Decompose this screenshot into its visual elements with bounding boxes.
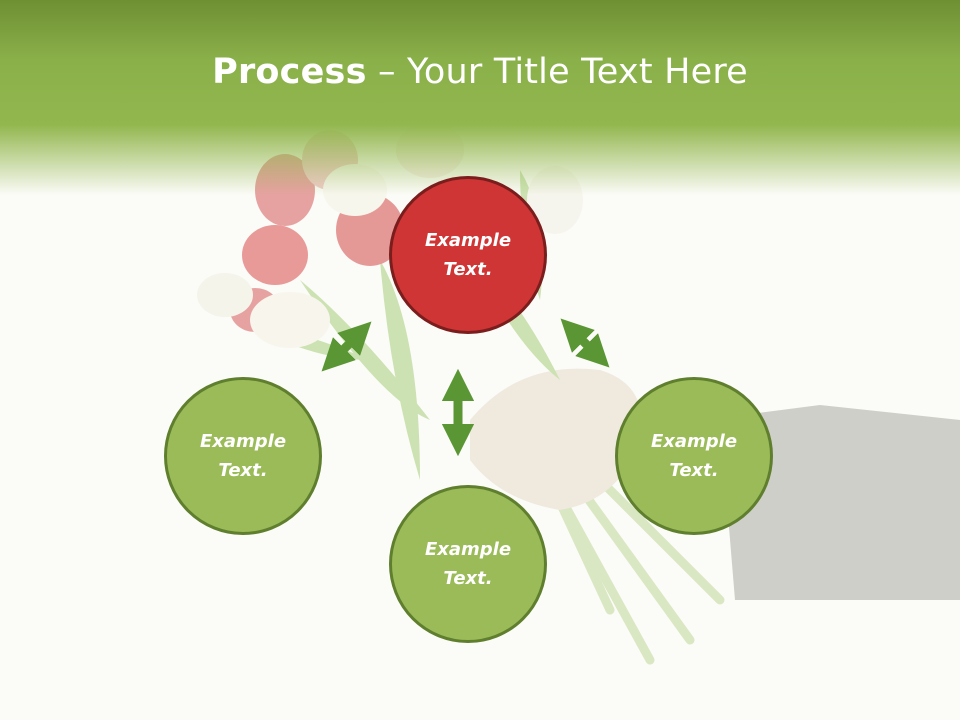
process-node-left-label: Example Text. (199, 431, 287, 481)
process-node-bottom-label: Example Text. (424, 539, 512, 589)
bidirectional-arrow-icon (560, 318, 610, 368)
process-node-right[interactable]: Example Text. (615, 377, 773, 535)
title-bold: Process (212, 52, 367, 92)
title-band (0, 0, 960, 200)
slide-title: Process – Your Title Text Here (0, 52, 960, 92)
process-node-top-label: Example Text. (424, 230, 512, 280)
process-node-top[interactable]: Example Text. (389, 176, 547, 334)
process-node-right-label: Example Text. (650, 431, 738, 481)
process-node-bottom[interactable]: Example Text. (389, 485, 547, 643)
title-rest: – Your Title Text Here (366, 52, 748, 92)
process-node-left[interactable]: Example Text. (164, 377, 322, 535)
bidirectional-arrow-icon (321, 321, 372, 372)
